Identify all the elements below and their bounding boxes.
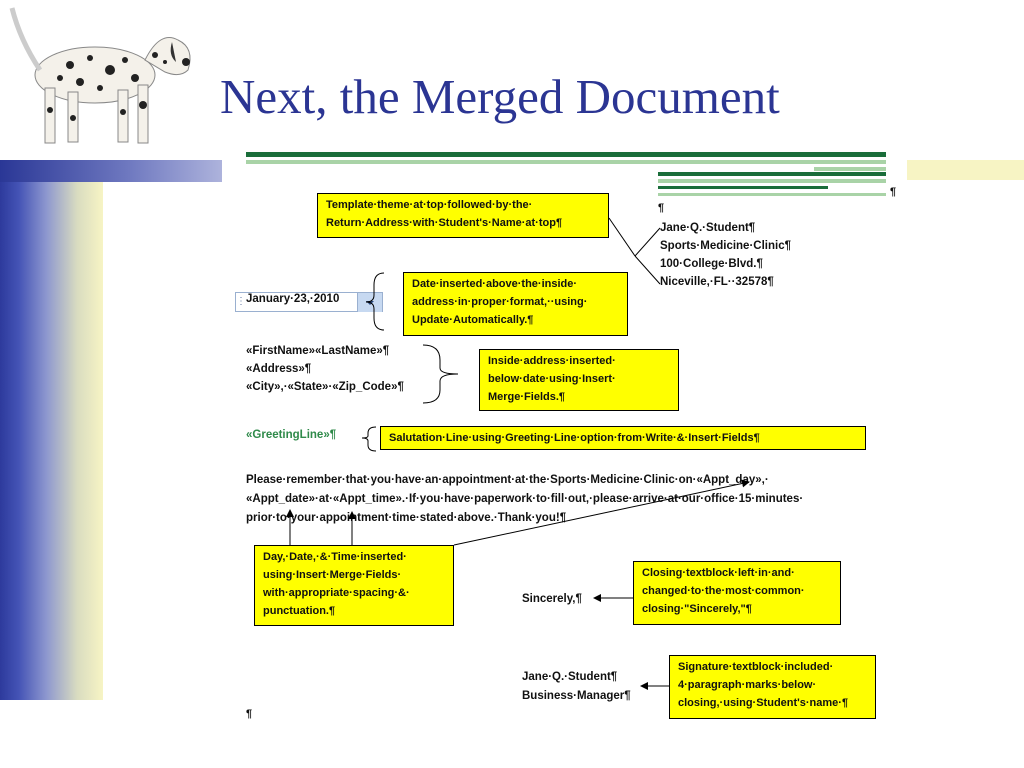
closing-line: Sincerely,¶ — [522, 593, 582, 605]
date-content-control[interactable] — [235, 292, 383, 312]
callout-line: with·appropriate·spacing·&· — [263, 587, 410, 599]
theme-rule — [658, 186, 828, 189]
inside-address-brace — [422, 344, 459, 404]
callout-line: Signature·textblock·included· — [678, 661, 834, 673]
greeting-line-field: «GreetingLine»¶ — [246, 429, 337, 441]
theme-rule — [246, 152, 886, 157]
body-text-line: «Appt_date»·at·«Appt_time».·If·you·have·… — [246, 493, 804, 505]
slide-title: Next, the Merged Document — [220, 69, 780, 124]
callout-inside-address: Inside·address·inserted· below·date·usin… — [479, 349, 679, 411]
theme-rule — [658, 193, 886, 196]
paragraph-mark: ¶ — [658, 202, 665, 214]
callout-date: Date·inserted·above·the·inside· address·… — [403, 272, 628, 336]
theme-rule — [658, 172, 886, 176]
callout-line: Closing·textblock·left·in·and· — [642, 567, 795, 579]
callout-salutation: Salutation·Line·using·Greeting·Line·opti… — [380, 426, 866, 450]
callout-line: closing·"Sincerely,"¶ — [642, 603, 752, 615]
return-address-line: Niceville,·FL··32578¶ — [660, 276, 774, 288]
return-address-line: Jane·Q.·Student¶ — [660, 222, 756, 234]
body-text-line: prior·to·your·appointment·time·stated·ab… — [246, 512, 567, 524]
return-address-line: 100·College·Blvd.¶ — [660, 258, 763, 270]
callout-line: address·in·proper·format,··using· — [412, 296, 588, 308]
callout-line: 4·paragraph·marks·below· — [678, 679, 817, 691]
callout-line: closing,·using·Student's·name·¶ — [678, 697, 849, 709]
connector-line — [634, 255, 661, 285]
callout-closing: Closing·textblock·left·in·and· changed·t… — [633, 561, 841, 625]
paragraph-mark: ¶ — [890, 186, 897, 198]
top-accent-bar — [0, 160, 235, 182]
date-brace — [365, 272, 385, 331]
connector-line — [634, 227, 661, 257]
theme-rule — [814, 167, 886, 171]
signature-line: Jane·Q.·Student¶ — [522, 671, 618, 683]
return-address-line: Sports·Medicine·Clinic¶ — [660, 240, 791, 252]
callout-line: Day,·Date,·&·Time·inserted· — [263, 551, 407, 563]
signature-line: Business·Manager¶ — [522, 690, 631, 702]
inside-address-line: «Address»¶ — [246, 363, 312, 375]
callout-line: Date·inserted·above·the·inside· — [412, 278, 578, 290]
left-gradient-band — [0, 160, 103, 700]
connector-line — [608, 217, 636, 257]
inside-address-line: «FirstName»«LastName»¶ — [246, 345, 390, 357]
callout-signature: Signature·textblock·included· 4·paragrap… — [669, 655, 876, 719]
callout-line: changed·to·the·most·common· — [642, 585, 805, 597]
date-field-value[interactable]: January·23,·2010 — [246, 293, 340, 305]
callout-template-theme: Template·theme·at·top·followed·by·the· R… — [317, 193, 609, 238]
content-control-handle[interactable]: ⋮ — [236, 296, 246, 307]
arrow-appt-day — [453, 479, 750, 546]
callout-line: Merge·Fields.¶ — [488, 391, 566, 403]
callout-line: Template·theme·at·top·followed·by·the· — [326, 199, 533, 211]
inside-address-line: «City»,·«State»·«Zip_Code»¶ — [246, 381, 404, 393]
callout-line: Update·Automatically.¶ — [412, 314, 534, 326]
theme-rule — [658, 179, 886, 183]
callout-day-date-time: Day,·Date,·&·Time·inserted· using·Insert… — [254, 545, 454, 626]
callout-line: punctuation.¶ — [263, 605, 336, 617]
callout-line: using·Insert·Merge·Fields· — [263, 569, 402, 581]
theme-rule — [246, 160, 886, 164]
callout-line: Salutation·Line·using·Greeting·Line·opti… — [389, 432, 760, 444]
callout-line: Inside·address·inserted· — [488, 355, 616, 367]
body-text-line: Please·remember·that·you·have·an·appoint… — [246, 474, 769, 486]
greeting-brace — [361, 426, 377, 452]
top-accent-bar-right — [905, 160, 1024, 180]
paragraph-mark: ¶ — [246, 708, 253, 720]
callout-line: Return·Address·with·Student's·Name·at·to… — [326, 217, 563, 229]
callout-line: below·date·using·Insert· — [488, 373, 616, 385]
dalmatian-image — [9, 7, 191, 144]
